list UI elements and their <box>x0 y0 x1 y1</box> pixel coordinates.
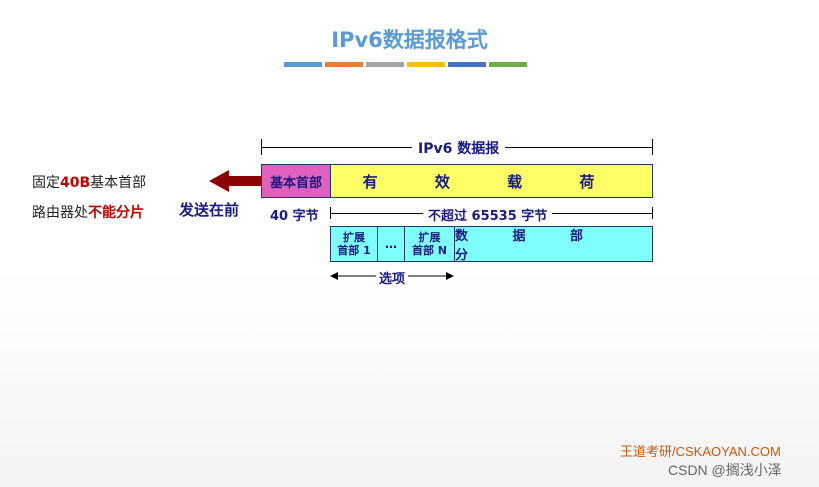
credit-csdn: CSDN @搁浅小泽 <box>668 462 782 478</box>
ext-header-n-label: 扩展 首部 N <box>411 231 448 257</box>
send-first-label: 发送在前 <box>179 201 240 219</box>
ext-ellipsis-label: … <box>385 237 397 251</box>
title-bar-1 <box>284 62 322 67</box>
data-part-box: 数 据 部 分 <box>454 226 653 263</box>
credit-brand: 王道考研/CSKAOYAN.COM <box>620 444 781 459</box>
payload-box: 有 效 载 荷 <box>330 164 653 198</box>
datagram-label: IPv6 数据报 <box>412 138 506 158</box>
note-no-fragment: 路由器处不能分片 <box>32 205 144 221</box>
ext-header-n-box: 扩展 首部 N <box>404 226 455 262</box>
payload-size-label: 不超过 65535 字节 <box>423 205 553 224</box>
note-fixed-header: 固定40B基本首部 <box>32 175 147 191</box>
page-title: IPv6数据报格式 <box>331 28 488 52</box>
payload-size-right-tick <box>652 207 653 219</box>
payload-size-left-tick <box>330 207 331 219</box>
base-size-label: 40 字节 <box>270 209 319 224</box>
ext-ellipsis-box: … <box>377 226 405 262</box>
note-fixed-header-highlight: 40B <box>60 175 91 191</box>
ext-header-1-box: 扩展 首部 1 <box>330 226 378 262</box>
title-bar-2 <box>325 62 363 67</box>
ext-header-1-label: 扩展 首部 1 <box>337 231 371 257</box>
options-label: 选项 <box>376 268 409 287</box>
title-bar-5 <box>448 62 486 67</box>
base-header-box: 基本首部 <box>261 164 331 198</box>
payload-label: 有 效 载 荷 <box>362 172 621 191</box>
datagram-right-tick <box>652 139 653 155</box>
base-header-label: 基本首部 <box>269 175 322 191</box>
datagram-left-tick <box>261 139 262 155</box>
data-part-label: 数 据 部 分 <box>455 229 604 263</box>
title-bar-6 <box>489 62 527 67</box>
send-first-arrow <box>209 170 261 192</box>
title-bar-4 <box>407 62 445 67</box>
note-no-fragment-highlight: 不能分片 <box>88 205 144 221</box>
title-bar-3 <box>366 62 404 67</box>
